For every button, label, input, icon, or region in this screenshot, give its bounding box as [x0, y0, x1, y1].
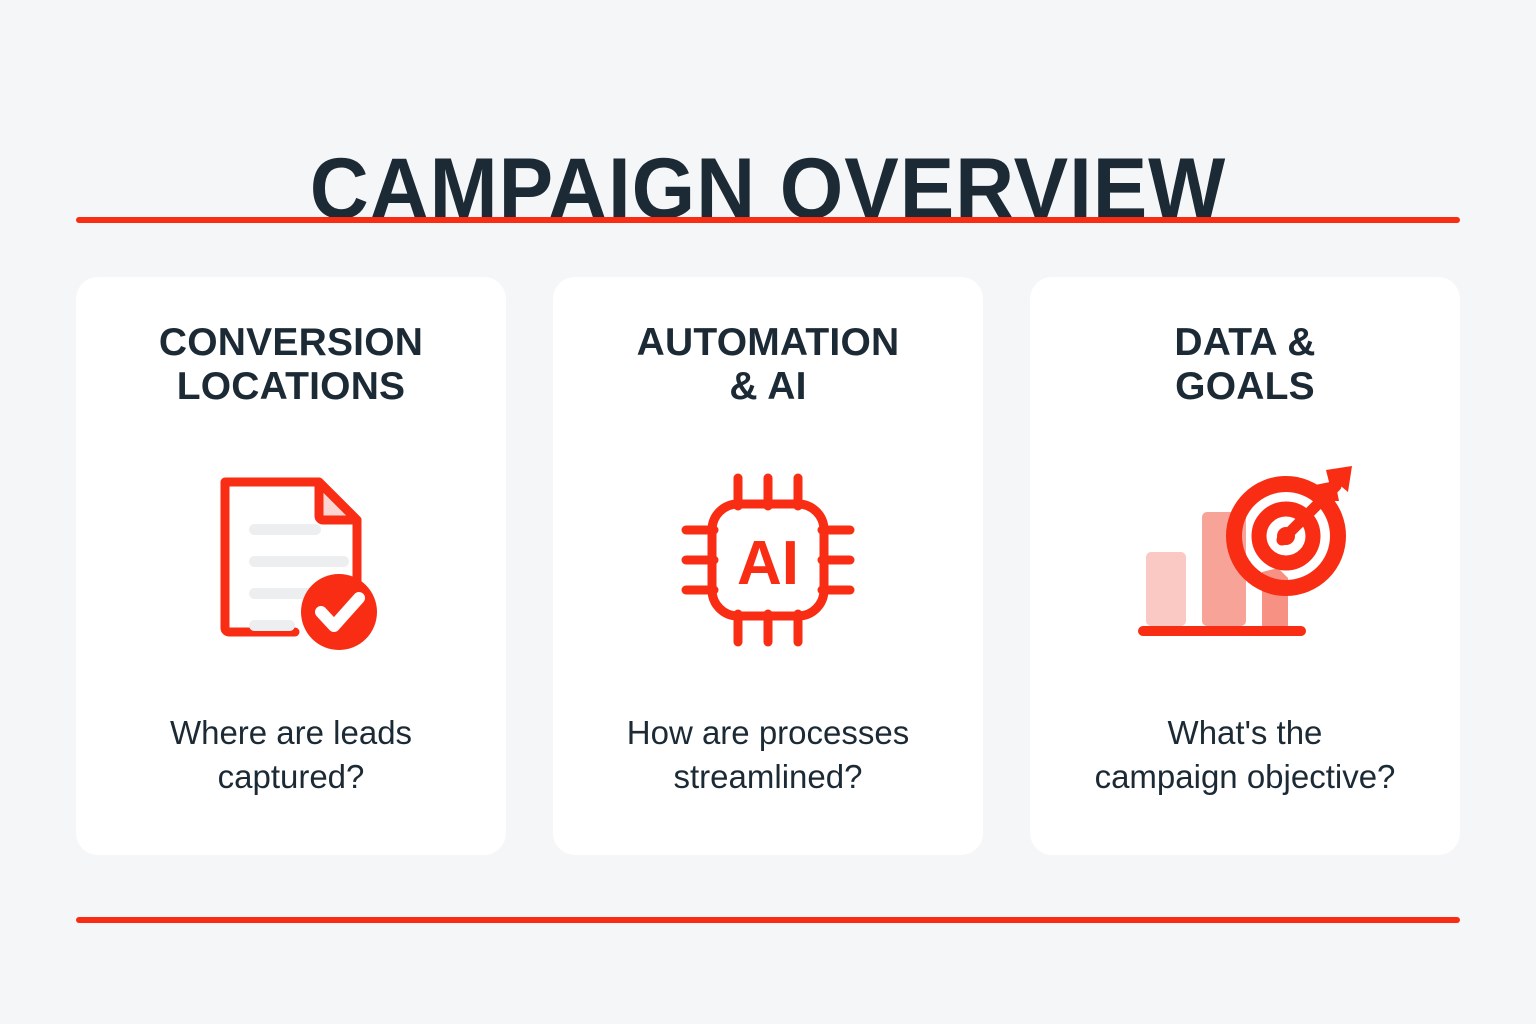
- bottom-divider-rule: [76, 917, 1460, 923]
- card-data-goals[interactable]: DATA & GOALS: [1030, 277, 1460, 855]
- card-title: CONVERSION LOCATIONS: [158, 321, 424, 409]
- chip-label: AI: [737, 529, 799, 598]
- card-icon-wrap: AI: [577, 409, 959, 711]
- card-conversion-locations[interactable]: CONVERSION LOCATIONS: [76, 277, 506, 855]
- card-description: How are processes streamlined?: [626, 714, 910, 796]
- chart-baseline: [1138, 626, 1306, 637]
- card-description: Where are leads captured?: [169, 714, 413, 796]
- card-title: AUTOMATION & AI: [636, 321, 900, 409]
- cards-row: CONVERSION LOCATIONS: [76, 277, 1460, 855]
- card-description: What's the campaign objective?: [1094, 714, 1396, 796]
- chart-bar-1: [1146, 552, 1186, 627]
- card-title: DATA & GOALS: [1174, 321, 1316, 409]
- top-divider-rule: [76, 217, 1460, 223]
- bar-chart-target-icon: [1130, 460, 1360, 660]
- card-icon-wrap: [1054, 409, 1436, 711]
- card-icon-wrap: [100, 409, 482, 711]
- document-check-icon: [191, 460, 391, 660]
- card-automation-ai[interactable]: AUTOMATION & AI: [553, 277, 983, 855]
- ai-chip-icon: AI: [670, 462, 866, 658]
